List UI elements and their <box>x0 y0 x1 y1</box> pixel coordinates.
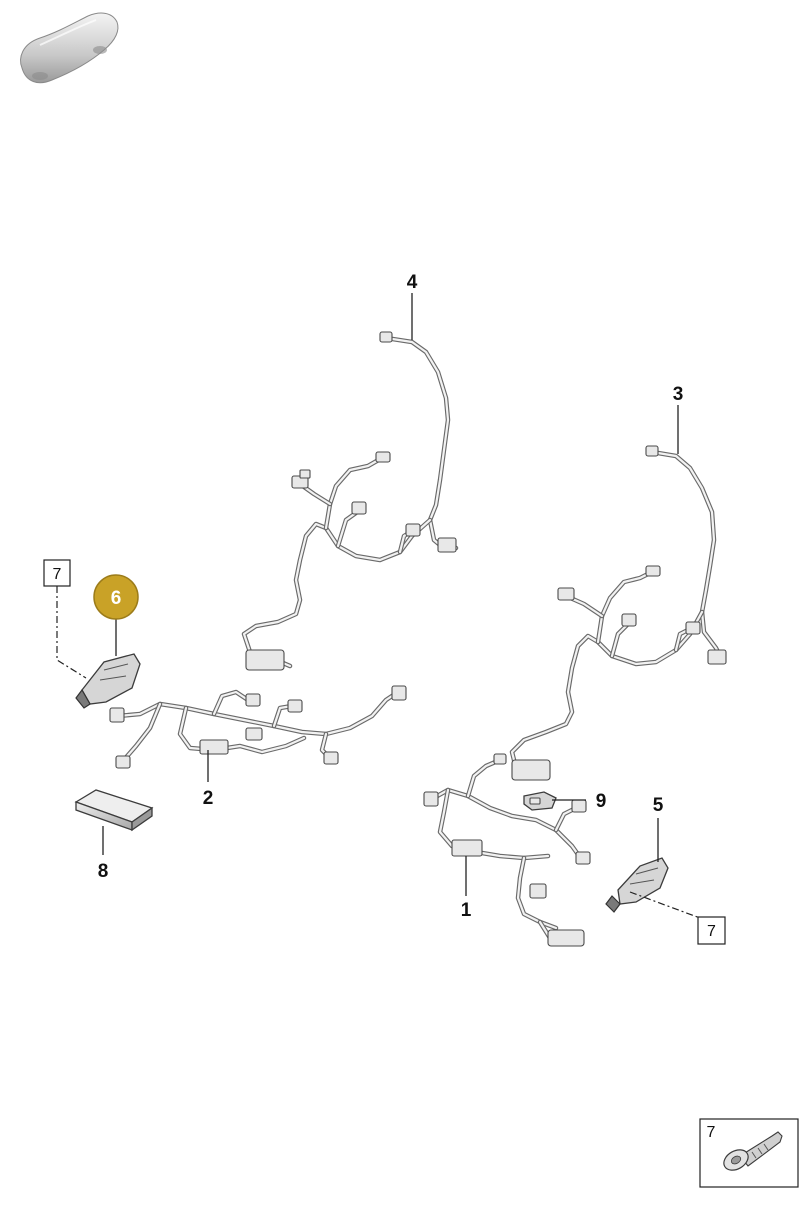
callout-6-label: 6 <box>111 588 122 609</box>
bolt-screw-icon <box>723 1131 783 1171</box>
wiring-harness-1[interactable] <box>423 753 591 947</box>
boxed-ref-7-left[interactable]: 7 <box>43 559 71 587</box>
inset-label: 7 <box>707 1124 716 1141</box>
connector-part-9[interactable] <box>523 791 557 811</box>
callout-8: 8 <box>98 861 109 882</box>
vehicle-thumbnail-icon[interactable] <box>20 12 119 84</box>
callout-6-highlighted[interactable]: 6 <box>93 574 139 620</box>
callout-2: 2 <box>203 788 214 809</box>
boxed-ref-7-left-label: 7 <box>53 566 62 583</box>
leader-lines <box>56 293 701 919</box>
wiring-harness-4[interactable] <box>241 331 459 671</box>
boxed-ref-7-right[interactable]: 7 <box>697 916 726 945</box>
wiring-harness-2[interactable] <box>109 685 407 769</box>
callout-4: 4 <box>407 272 418 293</box>
wiring-harness-3[interactable] <box>509 445 727 781</box>
inset-part-7[interactable]: 7 <box>699 1118 799 1188</box>
control-unit-part-5[interactable] <box>605 857 669 913</box>
module-part-8[interactable] <box>74 789 154 832</box>
callout-3: 3 <box>673 384 684 405</box>
callout-9: 9 <box>596 791 607 812</box>
boxed-ref-7-right-label: 7 <box>707 923 716 940</box>
control-unit-part-6[interactable] <box>75 653 141 709</box>
callout-5: 5 <box>653 795 664 816</box>
callout-1: 1 <box>461 900 472 921</box>
